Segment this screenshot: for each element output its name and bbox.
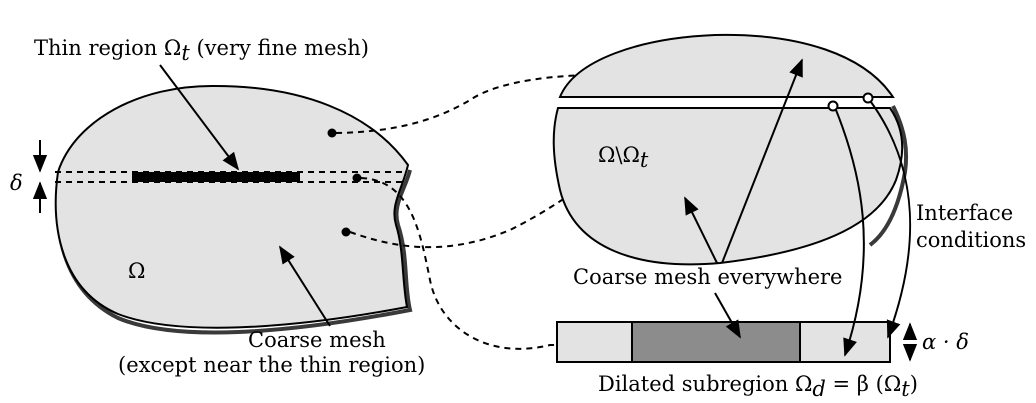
domain-omega-minus-shadow: [868, 105, 909, 247]
domain-omega-minus-upper: [558, 33, 895, 98]
alpha-delta-marker: α · δ: [902, 322, 969, 362]
dilated-subregion-strip: [556, 321, 891, 363]
interface-point-lower: [827, 100, 839, 112]
dilated-subregion-label: Dilated subregion Ωd = β (Ωt): [598, 372, 918, 401]
omega-minus-thin-label: Ω\Ωt: [598, 143, 649, 172]
interface-arrow-left: [835, 109, 865, 357]
coarse-everywhere-label: Coarse mesh everywhere: [573, 265, 842, 289]
coarse-everywhere-arrow-lower: [684, 196, 718, 264]
delta-label: δ: [10, 171, 23, 195]
interface-point-upper: [862, 92, 874, 104]
thin-region-fine-mesh-bar: [132, 172, 300, 182]
interface-conditions-line2: conditions: [916, 228, 1026, 252]
domain-omega-shape: [54, 84, 410, 329]
thin-region-label: Thin region Ωt (very fine mesh): [34, 36, 369, 65]
alpha-delta-label: α · δ: [922, 330, 969, 354]
coarse-everywhere-arrow-upper: [721, 58, 803, 264]
point-upper: [327, 128, 337, 138]
interface-conditions-line1: Interface: [916, 201, 1013, 225]
omega-label: Ω: [128, 259, 145, 283]
strip-dilated-core: [631, 321, 801, 363]
domain-omega: [54, 84, 413, 335]
thin-region: [55, 171, 405, 183]
point-middle: [352, 173, 362, 183]
interface-arrow-right: [870, 101, 912, 339]
domain-omega-minus-lower: [552, 107, 904, 266]
thin-region-arrow: [159, 64, 240, 171]
coarse-mesh-label-line2: (except near the thin region): [118, 353, 425, 377]
delta-marker: δ: [10, 140, 48, 213]
coarse-mesh-label-line1: Coarse mesh: [248, 328, 386, 352]
map-arrow-lower: [349, 151, 635, 249]
coarse-everywhere-arrow-strip: [714, 292, 741, 339]
coarse-mesh-arrow: [279, 245, 331, 327]
domain-omega-minus-thin: [552, 33, 909, 266]
map-arrow-middle: [360, 177, 592, 353]
point-lower: [341, 227, 351, 237]
